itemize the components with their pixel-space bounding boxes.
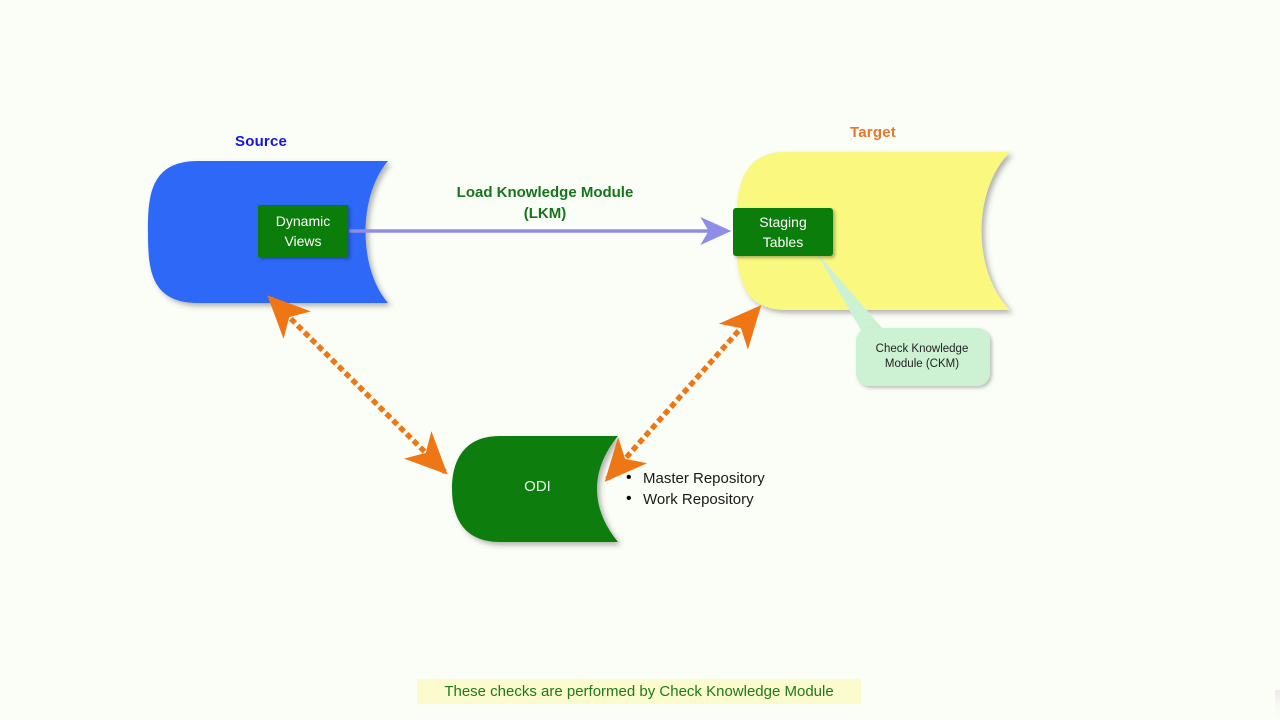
caption-bar: These checks are performed by Check Know… [417,679,861,704]
ckm-callout-label: Check Knowledge Module (CKM) [875,343,969,370]
repository-list: Master Repository Work Repository [626,467,765,510]
odi-cylinder-shape[interactable] [452,436,618,542]
list-item: Work Repository [626,488,765,510]
ckm-callout-pointer [816,252,884,332]
corner-edge-artifact [1275,690,1280,720]
staging-tables-tag[interactable]: Staging Tables [733,208,833,256]
odi-target-arrow [604,305,762,482]
source-odi-arrow [267,295,448,475]
list-item: Master Repository [626,467,765,489]
target-header-label: Target [850,124,896,141]
dynamic-views-tag[interactable]: Dynamic Views [258,205,348,257]
source-header-label: Source [235,133,288,150]
caption-text: These checks are performed by Check Know… [444,683,834,700]
ckm-callout-body[interactable] [856,328,990,386]
target-cylinder-shape[interactable] [736,152,1010,310]
odi-label: ODI [524,478,551,495]
lkm-connector-label: Load Knowledge Module (LKM) [456,184,634,222]
